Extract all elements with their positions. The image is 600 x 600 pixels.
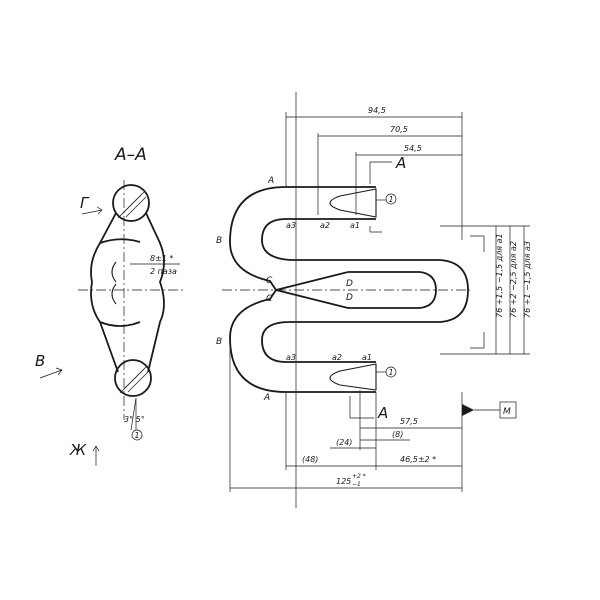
section-body-outline (90, 212, 165, 373)
point-c-1: C (266, 276, 273, 286)
dim-125-tol-low: −1 (352, 481, 361, 488)
spring-inner-tongue (275, 271, 437, 309)
datum-box (499, 401, 517, 419)
slot-dim: 8±1 * (150, 254, 173, 263)
arrow-g (81, 209, 103, 215)
dim-8: (8) (392, 430, 403, 439)
bracket-bottom (470, 332, 485, 349)
slot-dim-note: 2 паза (150, 267, 177, 276)
section-title: A–A (114, 145, 147, 165)
callout-circle-top (385, 193, 397, 205)
section-mark-bottom: A (377, 404, 388, 422)
hatch-bot-3 (127, 371, 149, 393)
dim-465: 46,5±2 * (400, 455, 436, 464)
hatch-top-3 (125, 196, 147, 218)
dim-right-a1: 76 +1,5 −1,5 для a1 (495, 233, 504, 318)
section-view-a-a: A–A 8±1 * 2 паза Г В Ж 3° (35, 145, 185, 466)
dim-945: 94,5 (368, 106, 386, 115)
callout-top: 1 (389, 195, 394, 204)
point-a2-top: a2 (320, 221, 330, 230)
dim-575: 57,5 (400, 417, 418, 426)
point-d-2: D (346, 293, 353, 303)
angle-note: 3° 5° (124, 415, 145, 424)
arrow-v-head (55, 367, 63, 376)
label-v: В (35, 352, 45, 370)
point-a1-bottom: a1 (362, 353, 372, 362)
section-circle-top (112, 184, 150, 222)
section-slot (111, 261, 117, 305)
label-zh: Ж (69, 441, 87, 459)
top-dimensions: 94,5 70,5 54,5 A (285, 106, 463, 240)
point-b-bottom: B (216, 337, 222, 347)
dim-48: (48) (302, 455, 318, 464)
dim-24: (24) (336, 438, 352, 447)
arrow-g-head (96, 206, 103, 215)
point-a3-top: a3 (286, 221, 296, 230)
dim-125-tol: +2 * (352, 473, 366, 480)
label-g: Г (80, 194, 90, 212)
section-mark-top: A (395, 154, 406, 172)
arrow-v (39, 369, 63, 379)
spring-outer-contour (229, 186, 376, 393)
point-a-top: A (267, 176, 274, 186)
spring-view: A A B B C C D D a3 a2 a1 a3 a2 a1 1 1 (216, 176, 470, 403)
section-circle-bottom (114, 359, 152, 397)
bracket-top (470, 235, 485, 252)
callout-circle-left (131, 429, 143, 441)
datum-label: М (503, 407, 511, 417)
point-d-1: D (346, 279, 353, 289)
point-a2-bottom: a2 (332, 353, 342, 362)
dim-705: 70,5 (390, 125, 408, 134)
dim-125: 125 (336, 477, 351, 486)
point-a3-bottom: a3 (286, 353, 296, 362)
spring-inner-contour (261, 218, 469, 363)
right-dimensions: 76 +1,5 −1,5 для a1 76 +2 −2,5 для a2 76… (440, 225, 532, 355)
arrow-zh-head (92, 445, 100, 452)
callout-bottom: 1 (389, 368, 394, 377)
datum-triangle (462, 404, 474, 416)
dim-right-a2: 76 +2 −2,5 для a2 (509, 241, 518, 318)
point-a-bottom: A (263, 393, 270, 403)
hatch-bot-2 (123, 368, 145, 390)
point-b-top: B (216, 236, 222, 246)
end-cap-bottom (329, 363, 377, 391)
callout-circle-bottom (385, 366, 397, 378)
angle-line-2 (130, 397, 137, 431)
point-a1-top: a1 (350, 221, 360, 230)
point-c-2: C (266, 294, 273, 304)
hatch-top-2 (121, 193, 143, 215)
callout-left: 1 (135, 431, 140, 440)
bottom-dimensions: A М 57,5 (8) (24) (48) 46,5±2 * 125 +2 *… (229, 92, 517, 508)
end-cap-top (329, 188, 377, 218)
dim-545: 54,5 (404, 144, 422, 153)
dim-right-a3: 76 +1 −1,5 для a3 (523, 241, 532, 318)
